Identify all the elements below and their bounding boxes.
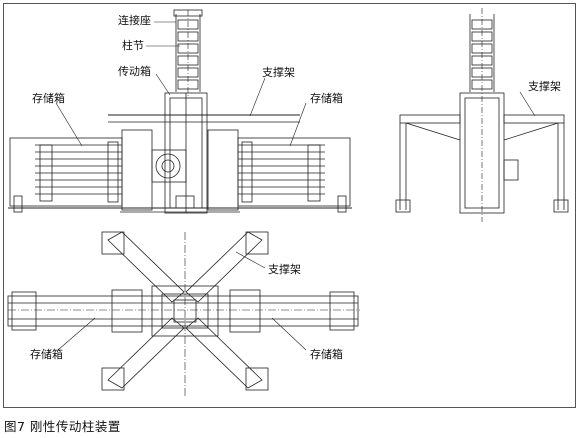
side-view	[395, 8, 569, 222]
drawing-frame	[3, 3, 576, 408]
label-storage-box-plan-left: 存储箱	[30, 347, 63, 361]
label-support-frame-side: 支撑架	[528, 79, 561, 93]
label-storage-box-front-left: 存储箱	[32, 91, 65, 105]
label-support-frame-plan: 支撑架	[268, 262, 301, 276]
label-storage-box-plan-right: 存储箱	[310, 347, 343, 361]
column-stack	[173, 9, 203, 96]
label-storage-box-front-right: 存储箱	[310, 91, 343, 105]
label-gearbox: 传动箱	[118, 64, 151, 78]
front-view	[8, 9, 352, 214]
label-connector: 连接座	[118, 13, 151, 27]
label-support-frame-front: 支撑架	[262, 65, 295, 79]
left-storage-box	[9, 137, 123, 207]
figure-caption: 图7 刚性传动柱装置	[4, 419, 121, 434]
plan-view	[7, 231, 360, 398]
right-storage-box	[237, 137, 351, 207]
label-column-section: 柱节	[122, 38, 144, 52]
